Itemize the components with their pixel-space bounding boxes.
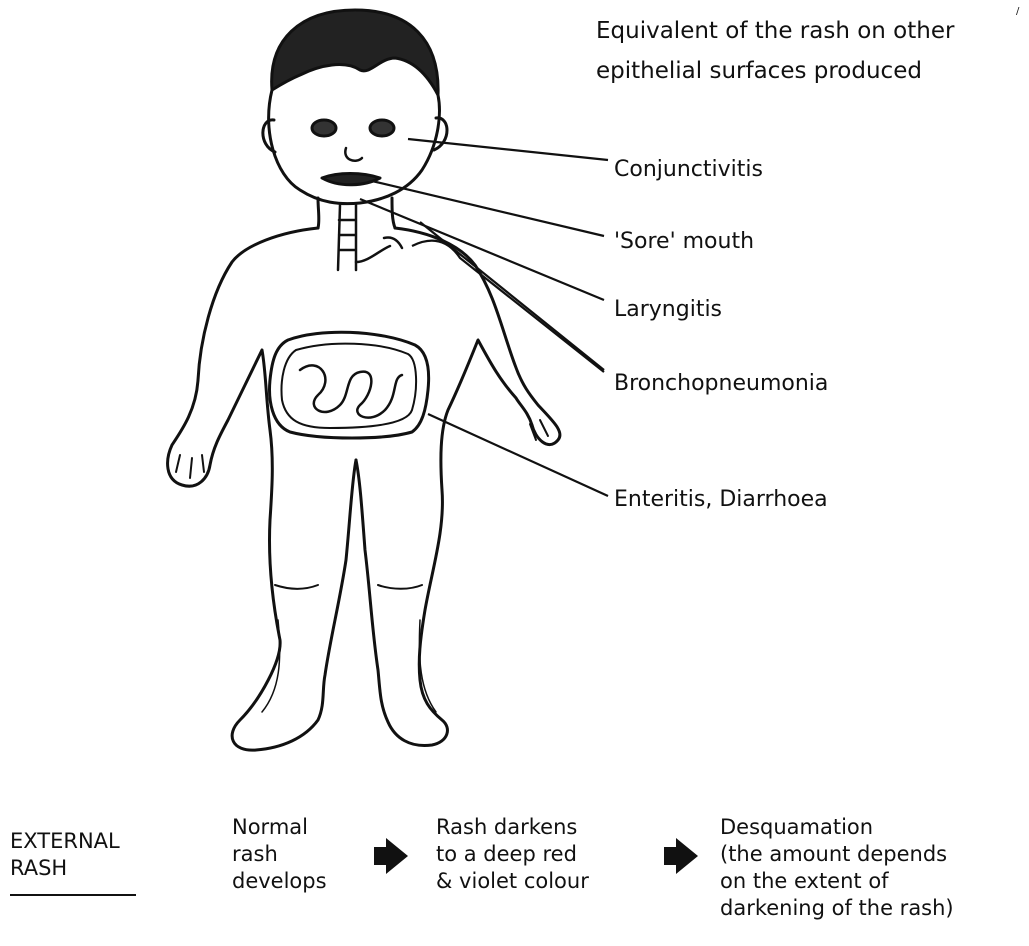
hair [272, 10, 438, 95]
corner-mark: / [1016, 6, 1019, 17]
external-rash-label: EXTERNAL RASH [10, 828, 136, 896]
leader-sore-mouth [372, 181, 604, 236]
trachea [338, 205, 356, 270]
right-knee [378, 585, 422, 589]
header-line-1: Equivalent of the rash on other [596, 16, 954, 46]
right-eye [370, 120, 394, 136]
step-rash-darkens: Rash darkens to a deep red & violet colo… [436, 814, 589, 895]
left-hand-fingers [176, 455, 204, 478]
label-enteritis-diarrhoea: Enteritis, Diarrhoea [614, 486, 828, 514]
leader-laryngitis [360, 199, 604, 300]
leg-shading-left [262, 620, 280, 712]
small-intestine [300, 365, 402, 417]
label-laryngitis: Laryngitis [614, 296, 722, 324]
header-line-2: epithelial surfaces produced [596, 56, 922, 86]
label-bronchopneumonia: Bronchopneumonia [614, 370, 828, 398]
arrow-right-icon [676, 838, 698, 874]
label-sore-mouth: 'Sore' mouth [614, 228, 754, 256]
nose [345, 148, 362, 161]
leader-enteritis [428, 414, 608, 496]
mouth [322, 174, 380, 185]
left-knee [275, 585, 318, 589]
step-desquamation: Desquamation (the amount depends on the … [720, 814, 954, 922]
torso-outline [168, 228, 356, 750]
left-eye [312, 120, 336, 136]
neck [318, 198, 319, 228]
label-conjunctivitis: Conjunctivitis [614, 156, 763, 184]
right-side-outline [356, 228, 560, 746]
bronchi [356, 237, 402, 262]
head [269, 90, 440, 204]
step-normal-rash: Normal rash develops [232, 814, 327, 895]
arrow-right-icon [386, 838, 408, 874]
